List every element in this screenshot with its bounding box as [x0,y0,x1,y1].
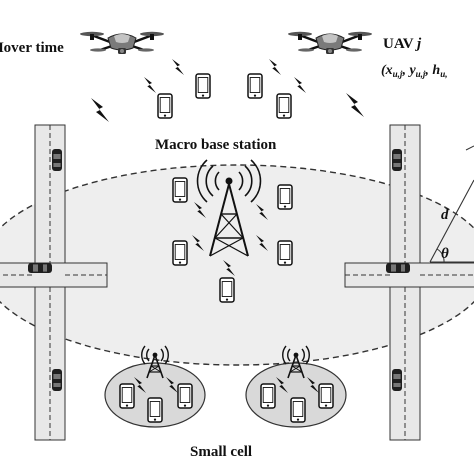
small-cell-right [245,345,347,428]
mobile-phone-icon [172,177,188,203]
uav-label: UAV j [383,36,422,52]
mobile-phone-icon [172,240,188,266]
mobile-phone-icon [318,383,334,409]
distance-angle-geometry [429,145,474,263]
lattice-tower-icon [196,159,262,257]
macro-cell-coverage [0,164,474,366]
uav-label-prefix: UAV [383,36,417,52]
macro-base-station-label: Macro base station [155,137,277,153]
mobile-phone-icon [219,277,235,303]
angle-symbol: θ [441,246,449,262]
distance-symbol: d [441,207,449,223]
mobile-phone-icon [260,383,276,409]
mobile-phone-icon [290,397,306,423]
right-road [344,124,474,441]
macro-base-station [172,159,293,303]
wireless-link-bolt-icon [269,59,281,75]
mobile-phone-icon [195,73,211,99]
mobile-phone-icon [277,240,293,266]
quadcopter-drone-icon [78,30,166,56]
wireless-link-bolt-icon [294,77,306,93]
mobile-phone-icon [157,93,173,119]
mobile-phone-icon [277,184,293,210]
car-icon [392,369,402,391]
mobile-phone-icon [276,93,292,119]
quadcopter-drone-icon [286,30,374,56]
wireless-link-bolt-icon [144,77,156,93]
uav-coordinates: (xu,j, yu,j, hu, [381,63,447,79]
wireless-link-bolt-icon [172,59,184,75]
car-icon [52,149,62,171]
car-icon [392,149,402,171]
mobile-phone-icon [119,383,135,409]
uav-label-index: j [415,36,422,52]
car-icon [386,263,410,273]
wireless-link-bolt-icon [346,93,364,117]
car-icon [52,369,62,391]
wireless-link-bolt-icon [91,98,109,122]
mobile-phone-icon [147,397,163,423]
hover-time-label: Hover time [0,40,64,56]
car-icon [28,263,52,273]
mobile-phone-icon [247,73,263,99]
left-road [0,124,108,441]
small-cell-label: Small cell [190,444,252,460]
small-cell-left [104,345,206,428]
mobile-phone-icon [177,383,193,409]
